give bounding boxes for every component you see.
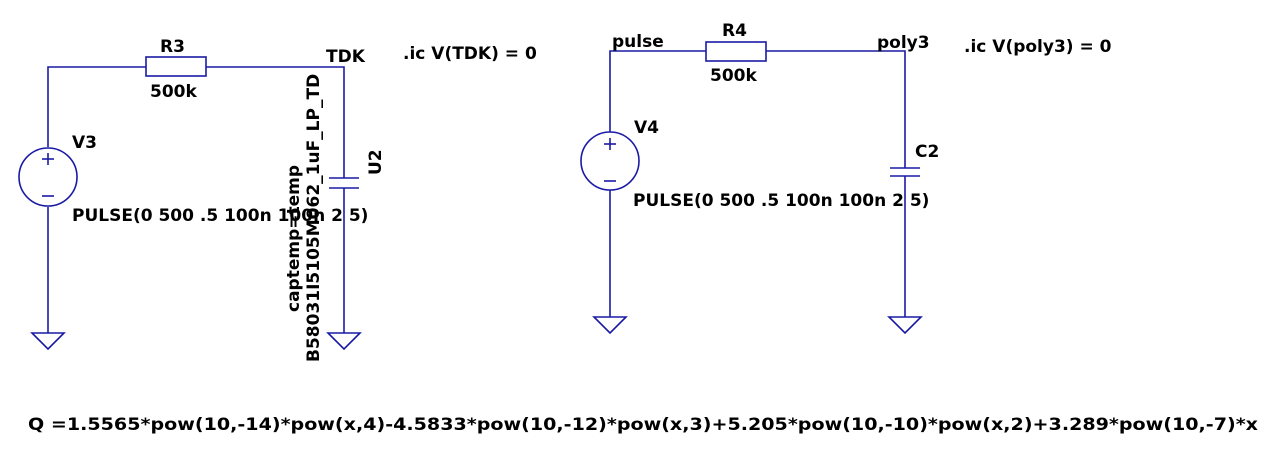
voltage-source-v3[interactable] bbox=[18, 147, 78, 207]
capacitor-u2[interactable] bbox=[329, 177, 359, 189]
wire-left-top[interactable] bbox=[47, 66, 146, 147]
source-v3-name: V3 bbox=[72, 133, 97, 153]
resistor-r4-name: R4 bbox=[722, 21, 747, 41]
resistor-r4[interactable] bbox=[705, 41, 767, 62]
source-v3-value: PULSE(0 500 .5 100n 100n 2 5) bbox=[72, 206, 368, 226]
resistor-r4-value: 500k bbox=[710, 66, 757, 86]
ground-right-source bbox=[592, 316, 628, 335]
capacitor-u2-model: B58031I5105M062_1uF_LP_TD bbox=[304, 74, 324, 362]
voltage-source-v4[interactable] bbox=[580, 131, 640, 191]
wire-left-top-right[interactable] bbox=[206, 66, 345, 178]
capacitor-u2-param: captemp=temp bbox=[284, 165, 304, 312]
ground-right-cap bbox=[887, 316, 923, 335]
ground-left-cap bbox=[326, 332, 362, 351]
node-label-poly3: poly3 bbox=[877, 33, 930, 53]
source-v4-name: V4 bbox=[634, 118, 659, 138]
capacitor-c2-name: C2 bbox=[915, 142, 939, 162]
capacitance-equation: Q =1.5565*pow(10,-14)*pow(x,4)-4.5833*po… bbox=[28, 415, 1258, 435]
node-label-tdk: TDK bbox=[326, 47, 366, 67]
ic-directive-right: .ic V(poly3) = 0 bbox=[964, 37, 1112, 57]
resistor-r3-value: 500k bbox=[150, 82, 197, 102]
resistor-r3[interactable] bbox=[145, 56, 207, 77]
right-circuit: pulse R4 500k poly3 .ic V(poly3) = 0 V4 … bbox=[580, 21, 1112, 335]
source-v4-value: PULSE(0 500 .5 100n 100n 2 5) bbox=[633, 191, 929, 211]
wire-right-top[interactable] bbox=[609, 50, 706, 132]
wire-right-top-right[interactable] bbox=[766, 50, 906, 168]
ic-directive-left: .ic V(TDK) = 0 bbox=[403, 44, 537, 64]
capacitor-c2[interactable] bbox=[890, 167, 920, 177]
node-label-pulse: pulse bbox=[612, 32, 664, 52]
capacitor-u2-name: U2 bbox=[366, 149, 386, 175]
resistor-r3-name: R3 bbox=[160, 37, 185, 57]
ground-left-source bbox=[30, 332, 66, 351]
left-circuit: R3 500k V3 PULSE(0 500 .5 100n 100n 2 5)… bbox=[18, 37, 537, 362]
